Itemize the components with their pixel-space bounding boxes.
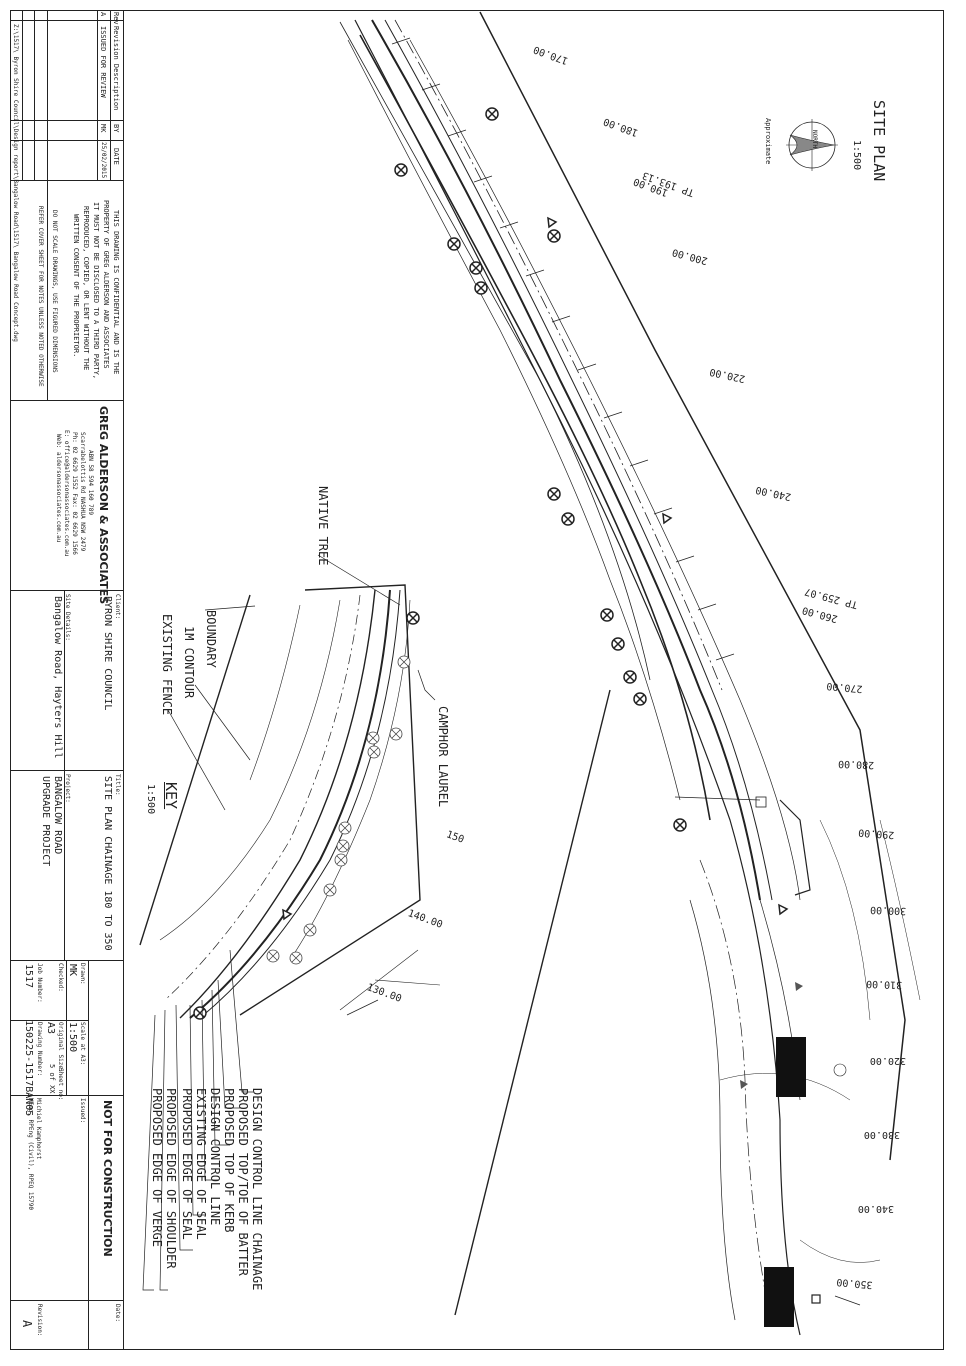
label-boundary: BOUNDARY	[204, 610, 218, 668]
camphor-symbol	[397, 655, 411, 669]
chainage-label: 310.00	[865, 977, 903, 990]
camphor-symbol	[289, 951, 303, 965]
camphor-symbol	[323, 883, 337, 897]
chainage-label: 280.00	[837, 757, 875, 770]
chainage-label: 320.00	[869, 1055, 906, 1066]
tree-symbol	[611, 637, 625, 651]
plan-title: SITE PLAN	[870, 100, 888, 182]
tree-symbol	[394, 163, 408, 177]
camphor-symbol	[338, 821, 352, 835]
tree-symbol	[485, 107, 499, 121]
legend-item: PROPOSED EDGE OF SHOULDER	[164, 1088, 178, 1269]
north-label: NORTH	[811, 130, 818, 149]
tree-symbol	[600, 608, 614, 622]
drawing-frame	[10, 10, 944, 1350]
tree-symbol	[547, 229, 561, 243]
tree-symbol	[673, 818, 687, 832]
legend-item: PROPOSED EDGE OF SEAL	[180, 1088, 194, 1240]
label-contour: 1M CONTOUR	[182, 626, 196, 699]
chainage-label: 330.00	[863, 1129, 900, 1140]
tree-symbol	[547, 487, 561, 501]
tree-symbol	[623, 670, 637, 684]
legend-item: PROPOSED TOP/TOE OF BATTER	[236, 1088, 250, 1276]
tree-symbol	[561, 512, 575, 526]
label-fence: EXISTING FENCE	[160, 614, 174, 716]
camphor-symbol	[366, 731, 380, 745]
camphor-symbol	[334, 853, 348, 867]
plan-scale: 1:500	[851, 140, 862, 171]
label-native-tree: NATIVE TREE	[316, 486, 330, 566]
camphor-symbol	[367, 745, 381, 759]
legend-item: DESIGN CONTROL LINE CHAINAGE	[250, 1088, 264, 1291]
label-camphor: CAMPHOR LAUREL	[436, 706, 450, 808]
legend-item: EXISTING EDGE OF SEAL	[194, 1088, 208, 1240]
key-scale: 1:500	[145, 784, 156, 815]
legend-item: DESIGN CONTROL LINE	[208, 1088, 222, 1226]
north-arrow-icon	[786, 119, 838, 171]
building-1	[776, 1037, 806, 1097]
tree-symbol	[193, 1006, 207, 1020]
camphor-symbol	[389, 727, 403, 741]
camphor-symbol	[266, 949, 280, 963]
title-block: Rev Revision Description BY DATE A ISSUE…	[10, 10, 124, 1350]
approx-label: Approximate	[764, 118, 772, 165]
tree-symbol	[447, 237, 461, 251]
camphor-symbol	[336, 839, 350, 853]
legend-item: PROPOSED EDGE OF VERGE	[150, 1088, 164, 1247]
key-title: KEY	[162, 782, 180, 810]
tree-symbol	[633, 692, 647, 706]
legend-item: PROPOSED TOP OF KERB	[222, 1088, 236, 1233]
tree-symbol	[469, 261, 483, 275]
camphor-symbol	[303, 923, 317, 937]
tree-symbol	[406, 611, 420, 625]
building-2	[764, 1267, 794, 1327]
chainage-label: 340.00	[857, 1203, 894, 1214]
tree-symbol	[474, 281, 488, 295]
chainage-label: 300.00	[869, 903, 907, 916]
